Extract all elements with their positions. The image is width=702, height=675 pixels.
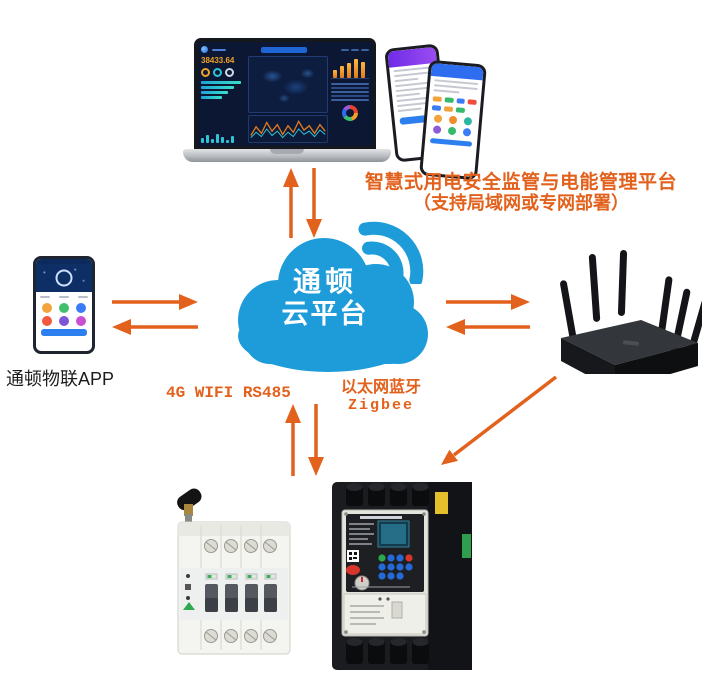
dashboard-topbar: [201, 45, 369, 54]
laptop-screen: 38433.64: [194, 38, 376, 150]
link-label-east: 以太网蓝牙 Zigbee: [326, 379, 436, 414]
breaker-indicator-windows: [205, 573, 277, 580]
breaker-top-terminals: [204, 539, 277, 553]
breaker-antenna: [177, 488, 202, 524]
cloud-shape: [238, 238, 428, 372]
dashboard-mini-bars: [201, 133, 245, 143]
arrow-router-to-breaker: [441, 375, 558, 465]
breaker-toggles: [205, 584, 277, 612]
platform-caption-line1: 智慧式用电安全监管与电能管理平台: [364, 172, 677, 193]
dashboard-line-chart: [248, 115, 328, 143]
iot-app-phone: [33, 256, 95, 354]
mccb-qr-code: [347, 550, 359, 562]
arrow-cloud-to-devices: [308, 404, 324, 476]
iot-app-statusbar: [36, 259, 92, 264]
iot-app-icon-grid: [36, 302, 92, 327]
dashboard-right-column: [331, 56, 369, 143]
cloud-name-line2: 云平台: [281, 299, 369, 329]
arrow-router-to-cloud: [446, 319, 530, 335]
cloud-label: 通顿 云平台: [218, 266, 432, 330]
mccb-warning-sticker: [435, 492, 448, 514]
router-logo: [622, 340, 640, 346]
arrow-phone-to-cloud: [112, 294, 198, 310]
dashboard-donut-chart: [342, 105, 358, 121]
link-label-east-line1: 以太网蓝牙: [340, 379, 421, 397]
arrow-cloud-to-laptop: [283, 168, 299, 238]
arrow-cloud-to-phone: [112, 319, 198, 335]
link-label-south: 4G WIFI RS485: [166, 384, 291, 402]
mccb-side-connector: [462, 534, 471, 558]
arrow-laptop-to-cloud: [306, 168, 322, 238]
dashboard-center-column: [248, 56, 328, 143]
mccb-cover-label: [350, 605, 384, 625]
arrow-cloud-to-router: [446, 294, 530, 310]
dashboard-left-column: 38433.64: [201, 56, 245, 143]
dashboard-topbar-meta: [341, 48, 369, 51]
dashboard-map: [248, 56, 328, 113]
platform-caption-line2: （支持局域网或专网部署）: [413, 193, 629, 213]
dashboard-vertical-bars: [331, 56, 369, 79]
iot-app-bottom-button: [41, 329, 87, 336]
iot-app-stats-row: [36, 292, 92, 302]
router-side-face: [615, 343, 698, 374]
cloud-name-line1: 通顿: [292, 266, 357, 297]
mccb-lower-cover: [343, 593, 427, 635]
laptop-base: [183, 149, 391, 162]
mccb-bottom-terminals: [346, 638, 429, 664]
laptop-dashboard: 38433.64: [198, 42, 372, 146]
iot-app-caption: 通顿物联APP: [6, 369, 115, 389]
iot-app-hero-banner: [36, 264, 92, 292]
arrow-devices-to-cloud: [285, 404, 301, 476]
router-front-face: [561, 338, 615, 374]
platform-caption: 智慧式用电安全监管与电能管理平台 （支持局域网或专网部署）: [352, 172, 690, 213]
dashboard-logo-text: [212, 48, 226, 51]
dashboard-table: [331, 83, 369, 101]
smart-circuit-breaker: [177, 488, 291, 655]
mccb-top-terminals: [346, 483, 429, 506]
router: [560, 250, 702, 374]
breaker-bottom-terminals: [204, 629, 277, 643]
dashboard-horizontal-bars: [201, 81, 245, 99]
dashboard-logo-icon: [201, 46, 208, 53]
molded-case-breaker: [332, 482, 472, 670]
breaker-status-leds: [183, 574, 195, 610]
iot-app-logo-icon: [55, 269, 73, 287]
mccb-keypad: [378, 554, 413, 580]
mccb-panel-text: [349, 523, 374, 545]
dashboard-kpi-value: 38433.64: [201, 56, 235, 65]
dashboard-gauges: [201, 68, 245, 77]
mccb-red-button: [346, 565, 360, 575]
dashboard-title-pill: [260, 46, 307, 53]
link-label-east-line2: Zigbee: [347, 397, 414, 414]
